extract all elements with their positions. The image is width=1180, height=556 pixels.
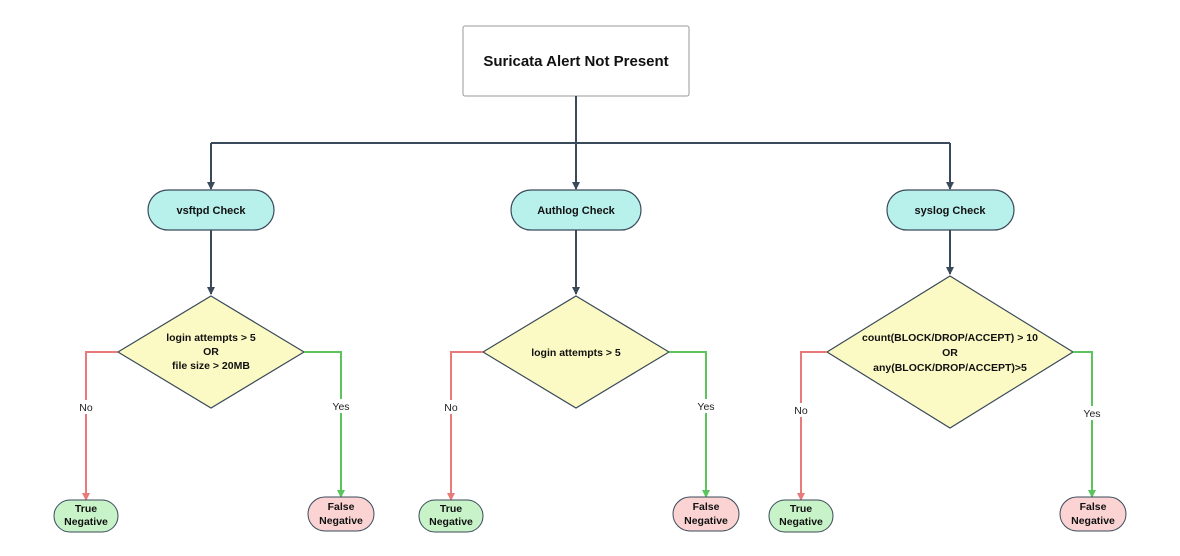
- branch-syslog: syslog Check count(BLOCK/DROP/ACCEPT) > …: [768, 189, 1127, 533]
- edge-syslog-yes: [1073, 351, 1096, 498]
- syslog-condition-line-1: count(BLOCK/DROP/ACCEPT) > 10: [862, 332, 1038, 344]
- authlog-yes-label-bg: [694, 399, 718, 413]
- syslog-no-label: No: [794, 405, 808, 417]
- syslog-false-negative-line-1: False: [1080, 501, 1107, 513]
- vsftpd-true-negative-line-1: True: [75, 503, 97, 515]
- authlog-true-negative-node: [418, 499, 484, 533]
- syslog-true-negative-line-2: Negative: [779, 516, 823, 528]
- authlog-false-negative-node: [672, 496, 740, 532]
- edge-syslog-no: [797, 351, 827, 501]
- vsftpd-yes-label-bg: [329, 399, 353, 413]
- authlog-false-negative-line-2: Negative: [684, 515, 728, 527]
- authlog-decision-node: [481, 295, 671, 409]
- authlog-condition-line-1: login attempts > 5: [531, 347, 621, 359]
- root-connectors: [207, 96, 954, 190]
- edge-authlog-no: [447, 351, 483, 501]
- syslog-no-label-bg: [791, 403, 811, 417]
- branch-authlog: Authlog Check login attempts > 5 No Yes …: [418, 189, 740, 533]
- vsftpd-no-label-bg: [76, 400, 96, 414]
- syslog-decision-node: [825, 275, 1075, 429]
- edge-authlog-yes: [669, 351, 710, 498]
- vsftpd-no-label: No: [79, 402, 93, 414]
- syslog-check-label: syslog Check: [915, 205, 987, 217]
- syslog-condition-line-2: OR: [942, 347, 958, 359]
- edge-vsftpd-yes: [304, 351, 345, 498]
- vsftpd-false-negative-line-2: Negative: [319, 515, 363, 527]
- root-node: Suricata Alert Not Present: [462, 25, 690, 97]
- vsftpd-condition-line-1: login attempts > 5: [166, 332, 256, 344]
- authlog-no-label-bg: [441, 400, 461, 414]
- authlog-check-label: Authlog Check: [537, 205, 615, 217]
- branch-vsftpd: vsftpd Check login attempts > 5 OR file …: [53, 189, 375, 533]
- syslog-false-negative-line-2: Negative: [1071, 515, 1115, 527]
- vsftpd-false-negative-line-1: False: [328, 501, 355, 513]
- vsftpd-condition-line-2: OR: [203, 346, 219, 358]
- syslog-condition-line-3: any(BLOCK/DROP/ACCEPT)>5: [873, 362, 1027, 374]
- vsftpd-check-label: vsftpd Check: [176, 205, 246, 217]
- vsftpd-false-negative-node: [307, 496, 375, 532]
- syslog-yes-label: Yes: [1083, 408, 1100, 420]
- authlog-true-negative-line-1: True: [440, 503, 462, 515]
- syslog-false-negative-node: [1059, 496, 1127, 532]
- edge-vsftpd-no: [82, 351, 118, 501]
- authlog-no-label: No: [444, 402, 458, 414]
- syslog-yes-label-bg: [1080, 406, 1104, 420]
- root-node-label: Suricata Alert Not Present: [483, 53, 668, 70]
- vsftpd-condition-line-3: file size > 20MB: [172, 360, 250, 372]
- vsftpd-true-negative-node: [53, 499, 119, 533]
- authlog-yes-label: Yes: [697, 401, 714, 413]
- syslog-true-negative-node: [768, 499, 834, 533]
- syslog-true-negative-line-1: True: [790, 503, 812, 515]
- authlog-false-negative-line-1: False: [693, 501, 720, 513]
- vsftpd-yes-label: Yes: [332, 401, 349, 413]
- vsftpd-true-negative-line-2: Negative: [64, 516, 108, 528]
- authlog-true-negative-line-2: Negative: [429, 516, 473, 528]
- vsftpd-decision-node: [116, 295, 306, 409]
